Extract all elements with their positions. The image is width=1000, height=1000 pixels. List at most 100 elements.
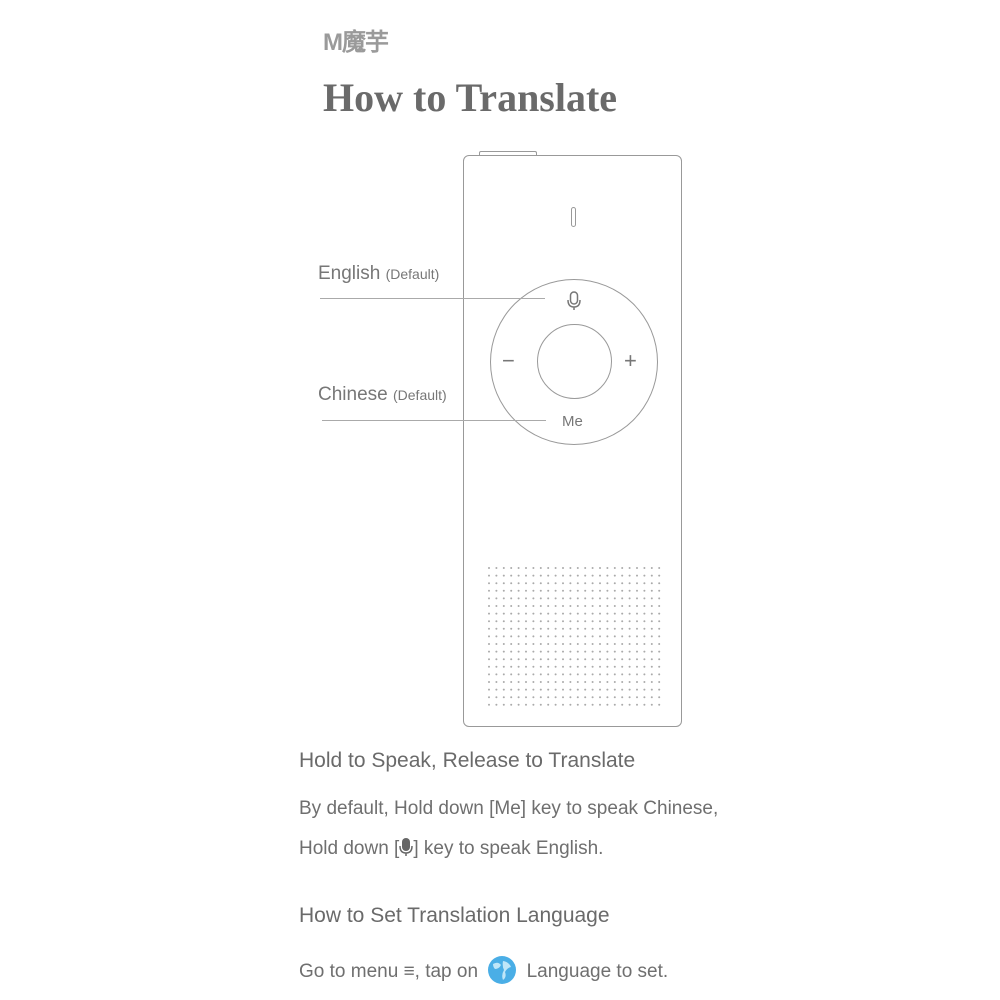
speaker-hole bbox=[532, 574, 535, 577]
speaker-hole bbox=[510, 643, 513, 645]
speaker-hole bbox=[599, 620, 601, 623]
speaker-hole bbox=[547, 650, 550, 653]
speaker-hole bbox=[613, 574, 616, 577]
device-indicator-light bbox=[571, 207, 576, 227]
speaker-hole bbox=[495, 627, 498, 630]
speaker-hole bbox=[539, 582, 542, 585]
speaker-hole bbox=[591, 681, 594, 683]
instruction-line-1: By default, Hold down [Me] key to speak … bbox=[299, 798, 719, 819]
speaker-hole bbox=[510, 665, 513, 668]
speaker-hole bbox=[591, 696, 594, 699]
speaker-hole bbox=[658, 688, 661, 691]
speaker-hole bbox=[488, 658, 490, 661]
speaker-hole bbox=[488, 567, 490, 569]
speaker-hole bbox=[510, 589, 513, 592]
speaker-hole bbox=[517, 696, 520, 699]
speaker-hole bbox=[584, 650, 587, 653]
speaker-hole bbox=[510, 620, 513, 623]
speaker-hole bbox=[658, 627, 661, 630]
speaker-hole bbox=[584, 643, 587, 645]
speaker-hole bbox=[599, 582, 601, 585]
speaker-hole bbox=[591, 673, 594, 676]
speaker-hole bbox=[554, 681, 557, 683]
speaker-hole bbox=[488, 627, 490, 630]
speaker-hole bbox=[547, 612, 550, 615]
chinese-callout-line bbox=[322, 420, 546, 421]
speaker-hole bbox=[628, 605, 631, 607]
speaker-hole bbox=[584, 627, 587, 630]
speaker-hole bbox=[562, 703, 564, 706]
speaker-hole bbox=[576, 589, 579, 592]
speaker-hole bbox=[547, 658, 550, 661]
speaker-hole bbox=[510, 681, 513, 683]
speaker-hole bbox=[584, 696, 587, 699]
speaker-hole bbox=[576, 605, 579, 607]
speaker-hole bbox=[510, 703, 513, 706]
speaker-hole bbox=[599, 612, 601, 615]
speaker-hole bbox=[599, 703, 601, 706]
speaker-hole bbox=[495, 703, 498, 706]
speaker-hole bbox=[488, 582, 490, 585]
speaker-hole bbox=[547, 673, 550, 676]
speaker-hole bbox=[599, 665, 601, 668]
speaker-hole bbox=[517, 665, 520, 668]
speaker-hole bbox=[517, 681, 520, 683]
speaker-hole bbox=[525, 650, 527, 653]
speaker-hole bbox=[636, 597, 638, 600]
section-heading-speak: Hold to Speak, Release to Translate bbox=[299, 749, 636, 772]
speaker-hole bbox=[650, 627, 653, 630]
speaker-hole bbox=[636, 688, 638, 691]
speaker-hole bbox=[502, 605, 505, 607]
english-callout: English (Default) bbox=[318, 263, 439, 285]
speaker-hole bbox=[613, 643, 616, 645]
text: Go to menu bbox=[299, 961, 399, 982]
speaker-hole bbox=[606, 643, 609, 645]
speaker-hole bbox=[650, 688, 653, 691]
speaker-hole bbox=[532, 597, 535, 600]
speaker-hole bbox=[569, 605, 572, 607]
speaker-hole bbox=[621, 703, 624, 706]
speaker-hole bbox=[517, 643, 520, 645]
speaker-hole bbox=[539, 643, 542, 645]
speaker-hole bbox=[628, 665, 631, 668]
speaker-hole bbox=[525, 597, 527, 600]
speaker-hole bbox=[502, 627, 505, 630]
speaker-hole bbox=[502, 567, 505, 569]
menu-icon: ≡ bbox=[403, 961, 415, 982]
speaker-hole bbox=[525, 567, 527, 569]
speaker-hole bbox=[599, 688, 601, 691]
speaker-hole bbox=[569, 650, 572, 653]
speaker-hole bbox=[576, 643, 579, 645]
speaker-hole bbox=[539, 703, 542, 706]
speaker-hole bbox=[658, 643, 661, 645]
speaker-hole bbox=[606, 665, 609, 668]
speaker-hole bbox=[554, 658, 557, 661]
speaker-hole bbox=[510, 574, 513, 577]
speaker-hole bbox=[643, 620, 646, 623]
speaker-hole bbox=[636, 612, 638, 615]
speaker-hole bbox=[599, 597, 601, 600]
speaker-hole bbox=[599, 650, 601, 653]
speaker-hole bbox=[532, 688, 535, 691]
speaker-hole bbox=[525, 658, 527, 661]
speaker-hole bbox=[636, 643, 638, 645]
speaker-hole bbox=[517, 612, 520, 615]
speaker-hole bbox=[599, 589, 601, 592]
speaker-hole bbox=[613, 658, 616, 661]
speaker-hole bbox=[628, 643, 631, 645]
speaker-hole bbox=[495, 582, 498, 585]
speaker-hole bbox=[591, 574, 594, 577]
speaker-hole bbox=[636, 673, 638, 676]
speaker-hole bbox=[547, 620, 550, 623]
speaker-hole bbox=[539, 597, 542, 600]
speaker-hole bbox=[488, 703, 490, 706]
speaker-hole bbox=[591, 703, 594, 706]
speaker-hole bbox=[628, 627, 631, 630]
speaker-hole bbox=[554, 582, 557, 585]
speaker-hole bbox=[510, 605, 513, 607]
speaker-hole bbox=[495, 612, 498, 615]
speaker-hole bbox=[547, 605, 550, 607]
speaker-hole bbox=[495, 696, 498, 699]
speaker-hole bbox=[606, 567, 609, 569]
speaker-hole bbox=[562, 696, 564, 699]
